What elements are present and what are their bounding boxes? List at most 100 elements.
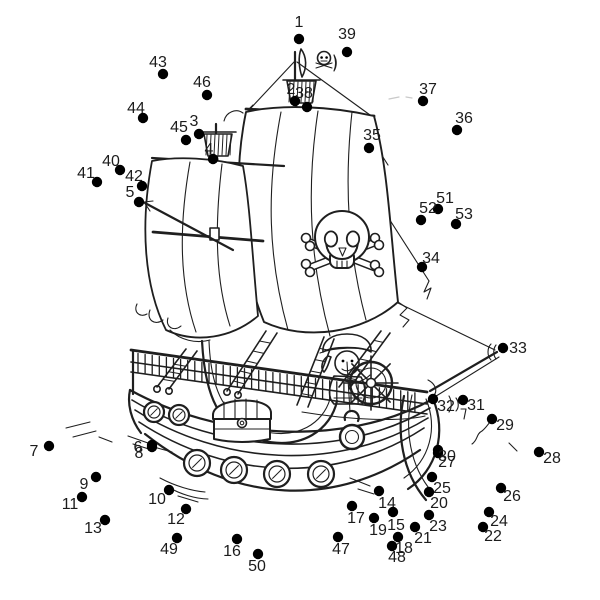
dot-label-46: 46 [193, 74, 211, 91]
dot-12[interactable] [180, 503, 192, 515]
dot-46[interactable] [201, 89, 213, 101]
dot-label-18: 18 [395, 540, 413, 557]
dot-5[interactable] [133, 196, 145, 208]
fore-sail [143, 156, 286, 339]
dot-label-28: 28 [543, 450, 561, 467]
dot-51[interactable] [432, 203, 444, 215]
dot-24[interactable] [483, 506, 495, 518]
dot-40[interactable] [114, 164, 126, 176]
dot-label-42: 42 [125, 168, 143, 185]
dot-label-44: 44 [127, 100, 145, 117]
skull-and-crossbones-emblem [300, 210, 385, 278]
dot-48[interactable] [386, 540, 398, 552]
dot-2[interactable] [289, 95, 301, 107]
dot-30[interactable] [432, 444, 444, 456]
dot-25[interactable] [426, 471, 438, 483]
dot-39[interactable] [341, 46, 353, 58]
dot-label-41: 41 [77, 165, 95, 182]
dot-52[interactable] [415, 214, 427, 226]
dot-35[interactable] [363, 142, 375, 154]
dot-33[interactable] [497, 342, 509, 354]
dot-label-11: 11 [62, 496, 79, 513]
dot-10[interactable] [163, 484, 175, 496]
dot-label-36: 36 [455, 110, 473, 127]
dot-11[interactable] [76, 491, 88, 503]
dot-4[interactable] [207, 153, 219, 165]
ships-wheel-icon [343, 355, 399, 411]
dot-label-23: 23 [429, 518, 447, 535]
dot-label-51: 51 [436, 190, 454, 207]
dot-34[interactable] [416, 261, 428, 273]
dot-23[interactable] [423, 509, 435, 521]
dot-37[interactable] [417, 95, 429, 107]
main-sail [237, 61, 410, 337]
dot-28[interactable] [533, 446, 545, 458]
dot-label-52: 52 [419, 200, 437, 217]
dot-label-38: 38 [295, 85, 313, 102]
dot-29[interactable] [486, 413, 498, 425]
dot-32[interactable] [427, 393, 439, 405]
dot-14[interactable] [373, 485, 385, 497]
dot-20[interactable] [423, 486, 435, 498]
dot-9[interactable] [90, 471, 102, 483]
dot-21[interactable] [409, 521, 421, 533]
dot-18[interactable] [392, 531, 404, 543]
dot-label-39: 39 [338, 26, 356, 43]
dot-label-29: 29 [496, 417, 514, 434]
dot-label-4: 4 [205, 141, 214, 158]
dot-1[interactable] [293, 33, 305, 45]
dot-label-5: 5 [126, 184, 135, 201]
dot-3[interactable] [193, 128, 205, 140]
crows-nest-fore-icon [199, 131, 237, 157]
dot-label-12: 12 [167, 511, 185, 528]
dot-22[interactable] [477, 521, 489, 533]
ship-illustration [65, 48, 518, 503]
dot-15[interactable] [387, 506, 399, 518]
dot-label-17: 17 [347, 510, 365, 527]
dot-label-35: 35 [363, 127, 381, 144]
dot-42[interactable] [136, 180, 148, 192]
dot-label-48: 48 [388, 549, 406, 566]
dot-45[interactable] [180, 134, 192, 146]
dot-label-34: 34 [422, 250, 440, 267]
dot-label-21: 21 [414, 530, 432, 547]
dot-38[interactable] [301, 101, 313, 113]
dot-label-22: 22 [484, 528, 502, 545]
dot-31[interactable] [457, 394, 469, 406]
dot-49[interactable] [171, 532, 183, 544]
dot-label-20: 20 [430, 495, 448, 512]
dot-label-40: 40 [102, 153, 120, 170]
dot-label-49: 49 [160, 541, 178, 558]
skull-pennant-icon [315, 50, 337, 72]
dot-7[interactable] [43, 440, 55, 452]
dot-13[interactable] [99, 514, 111, 526]
dot-16[interactable] [231, 533, 243, 545]
dot-50[interactable] [252, 548, 264, 560]
bowsprit [427, 343, 500, 399]
dot-label-33: 33 [509, 340, 527, 357]
dot-41[interactable] [91, 176, 103, 188]
dot-label-8: 8 [135, 445, 144, 462]
dot-label-53: 53 [455, 206, 473, 223]
dot-label-31: 31 [467, 397, 485, 414]
dot-47[interactable] [332, 531, 344, 543]
dot-43[interactable] [157, 68, 169, 80]
dot-44[interactable] [137, 112, 149, 124]
portholes [142, 400, 336, 489]
dot-label-15: 15 [387, 517, 405, 534]
dot-label-9: 9 [80, 476, 89, 493]
dot-label-32: 32 [437, 398, 455, 415]
dot-8[interactable] [146, 441, 158, 453]
dot-53[interactable] [450, 218, 462, 230]
dot-17[interactable] [346, 500, 358, 512]
dot-label-26: 26 [503, 488, 521, 505]
dot-label-47: 47 [332, 541, 350, 558]
dot-label-37: 37 [419, 81, 437, 98]
dot-19[interactable] [368, 512, 380, 524]
dot-26[interactable] [495, 482, 507, 494]
dot-label-13: 13 [84, 520, 102, 537]
dot-36[interactable] [451, 124, 463, 136]
dot-label-25: 25 [433, 480, 451, 497]
